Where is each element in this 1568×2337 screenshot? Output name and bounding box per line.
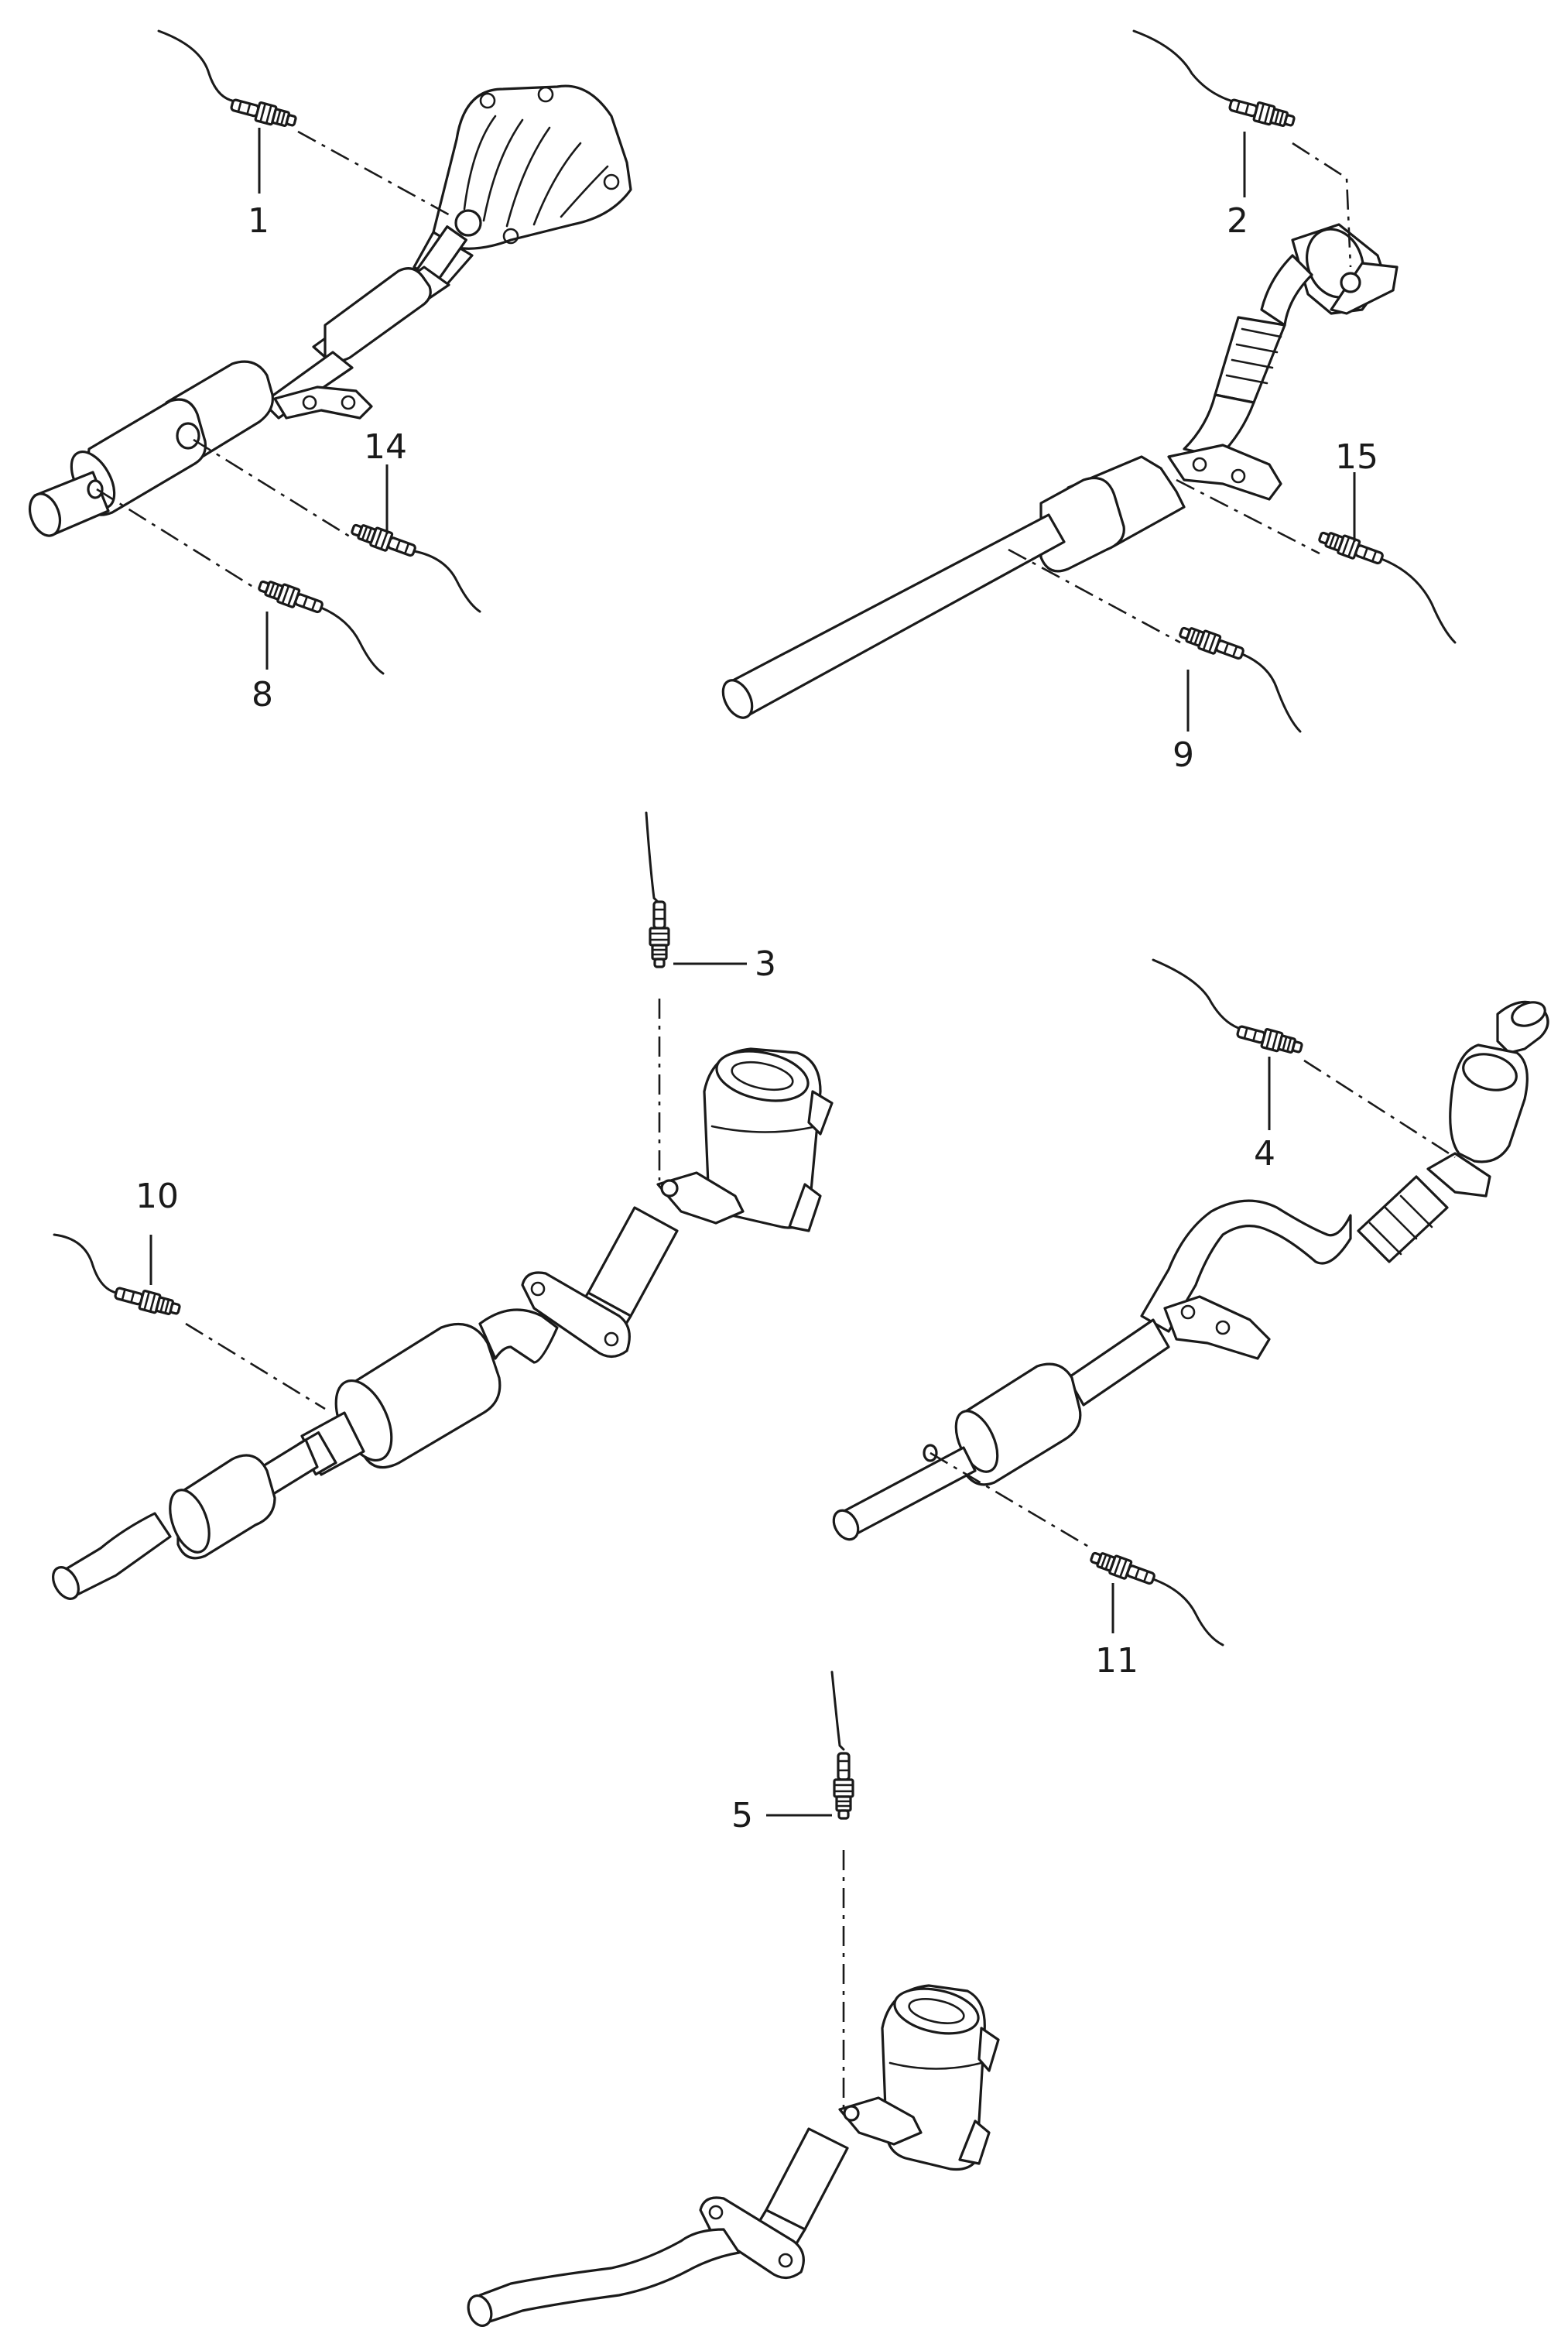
callout-4: 4: [1254, 1134, 1275, 1174]
exhaust-assembly-b: [721, 223, 1399, 719]
callout-1: 1: [248, 201, 269, 241]
callout-10: 10: [135, 1177, 179, 1216]
exhaust-assembly-a: [28, 84, 632, 537]
callout-14: 14: [364, 427, 407, 467]
oxygen-sensor-14[interactable]: [348, 519, 419, 561]
oxygen-sensor-5[interactable]: [833, 1752, 854, 1820]
oxygen-sensor-9[interactable]: [1176, 622, 1247, 664]
exhaust-assembly-e: [467, 1984, 1000, 2327]
oxygen-sensor-2[interactable]: [1227, 94, 1297, 132]
callout-11: 11: [1095, 1641, 1138, 1681]
callout-15: 15: [1335, 437, 1378, 477]
exhaust-assembly-d: [832, 1000, 1549, 1541]
exhaust-assembly-c: [52, 1047, 834, 1600]
exhaust-manifold: [432, 84, 632, 250]
oxygen-sensor-1[interactable]: [228, 94, 299, 132]
callout-9: 9: [1173, 735, 1194, 775]
callout-5: 5: [731, 1796, 753, 1835]
callout-8: 8: [252, 675, 273, 714]
oxygen-sensor-8[interactable]: [255, 575, 326, 618]
callout-3: 3: [755, 944, 776, 984]
oxygen-sensor-15[interactable]: [1316, 526, 1386, 569]
oxygen-sensor-10[interactable]: [112, 1282, 183, 1320]
callout-2: 2: [1227, 201, 1248, 241]
oxygen-sensor-4[interactable]: [1234, 1020, 1305, 1058]
oxygen-sensor-11[interactable]: [1087, 1547, 1158, 1589]
oxygen-sensor-3[interactable]: [649, 900, 670, 968]
